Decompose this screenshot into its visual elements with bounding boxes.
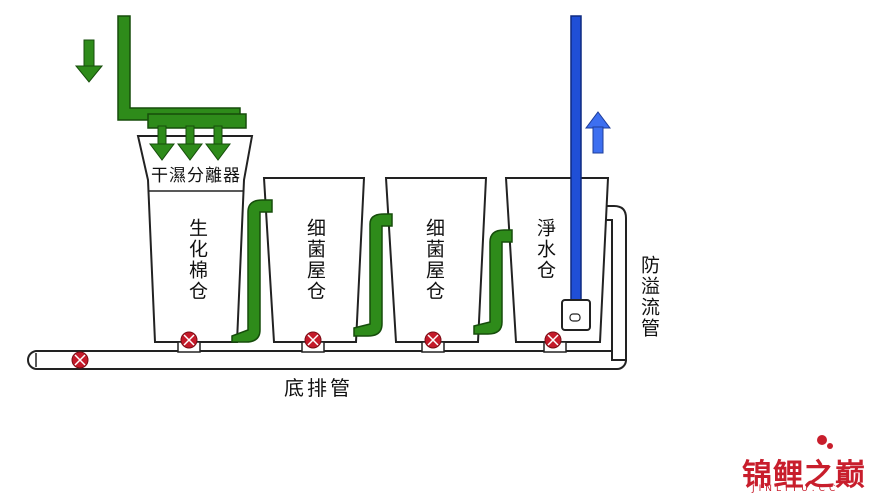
tank2-label: 细菌屋仓 xyxy=(304,218,326,302)
valve-icon xyxy=(424,331,442,349)
valve-icon xyxy=(544,331,562,349)
valve-icon xyxy=(180,331,198,349)
bottom-drain-label: 底排管 xyxy=(284,376,353,400)
tank4-label: 淨水仓 xyxy=(534,218,556,281)
inlet-pipe xyxy=(117,15,247,129)
tank3-label: 细菌屋仓 xyxy=(423,218,445,302)
koi-logo-icon xyxy=(817,435,833,449)
transfer-pipe-1 xyxy=(231,199,273,343)
valve-icon xyxy=(71,351,89,369)
inlet-down-arrow-icon xyxy=(74,39,104,83)
outlet-up-arrow-icon xyxy=(585,111,611,154)
tank-clean-water xyxy=(504,177,610,343)
valve-icon xyxy=(304,331,322,349)
tank-bacteria-house-1 xyxy=(262,177,366,343)
tank1-label: 生化棉仓 xyxy=(186,218,208,302)
outlet-pipe xyxy=(570,15,582,303)
watermark-url: JINLIYU.CC xyxy=(752,484,840,494)
transfer-pipe-2 xyxy=(353,213,393,337)
watermark-logo: 锦鲤之巅 xyxy=(742,458,866,493)
overflow-pipe-label: 防溢流管 xyxy=(638,255,660,339)
separator-label: 干濕分離器 xyxy=(151,166,241,186)
tank-bacteria-house-2 xyxy=(384,177,488,343)
distribution-arrows-icon xyxy=(149,125,231,161)
transfer-pipe-3 xyxy=(473,229,513,335)
overflow-pipe xyxy=(597,205,627,361)
bottom-drain-pipe xyxy=(27,350,627,370)
pump-icon xyxy=(561,299,591,331)
